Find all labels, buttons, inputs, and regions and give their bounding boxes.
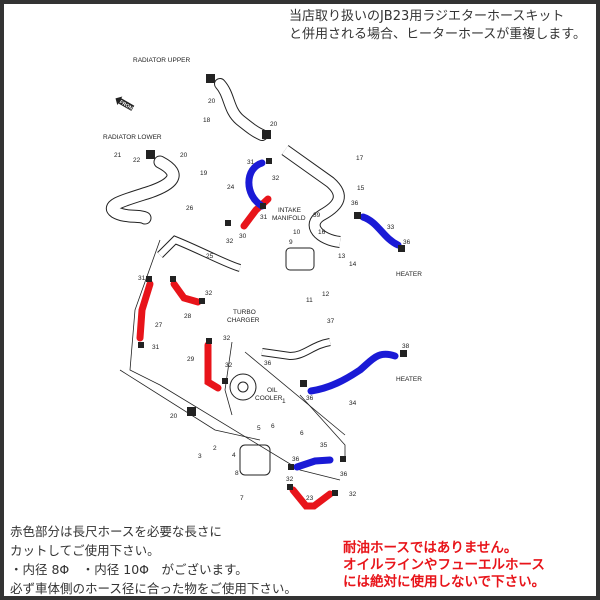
part-number-32: 32	[223, 335, 231, 342]
warning-line: には絶対に使用しないで下さい。	[343, 574, 546, 590]
part-number-8: 8	[235, 470, 239, 477]
label-oil: OIL	[267, 387, 278, 394]
part-number-27: 27	[155, 322, 163, 329]
part-number-25: 25	[206, 253, 214, 260]
part-number-32: 32	[272, 175, 280, 182]
part-number-37: 37	[327, 318, 335, 325]
warning-line: 耐油ホースではありません。	[343, 540, 518, 556]
part-number-30: 30	[239, 233, 247, 240]
part-number-1: 1	[282, 398, 286, 405]
thermostat-housing	[285, 247, 315, 271]
part-number-15: 15	[357, 185, 365, 192]
part-number-11: 11	[306, 297, 313, 304]
hose-27	[136, 280, 154, 342]
part-number-32: 32	[226, 238, 234, 245]
part-number-9: 9	[289, 239, 293, 246]
part-number-5: 5	[257, 425, 261, 432]
part-number-36: 36	[264, 360, 272, 367]
part-number-2: 2	[213, 445, 217, 452]
part-number-35: 35	[320, 442, 328, 449]
water-outlet	[239, 444, 271, 476]
part-number-26: 26	[186, 205, 194, 212]
hose-24	[245, 159, 266, 210]
part-number-17: 17	[356, 155, 364, 162]
hose-23	[289, 486, 334, 510]
stock-hoses	[106, 78, 346, 481]
part-number-4: 4	[232, 452, 236, 459]
part-number-13: 13	[338, 253, 346, 260]
part-number-38: 38	[402, 343, 410, 350]
label-intake: INTAKE	[278, 207, 302, 214]
part-number-16: 16	[318, 229, 326, 236]
part-number-20: 20	[180, 152, 188, 159]
blue-hoses	[245, 159, 402, 471]
note-line: カットしてご使用下さい。	[10, 543, 160, 558]
part-number-10: 10	[293, 229, 301, 236]
part-number-31: 31	[152, 344, 160, 351]
part-number-36: 36	[306, 395, 314, 402]
front-label: FRONT	[118, 99, 136, 113]
front-arrow-icon: FRONT	[115, 96, 136, 113]
part-number-32: 32	[286, 476, 294, 483]
part-number-23: 23	[306, 495, 314, 502]
part-number-34: 34	[349, 400, 357, 407]
part-number-3: 3	[198, 453, 202, 460]
part-number-20: 20	[208, 98, 216, 105]
part-number-19: 19	[200, 170, 208, 177]
part-number-12: 12	[322, 291, 330, 298]
note-line: 赤色部分は長尺ホースを必要な長さに	[10, 524, 222, 539]
label-charger: CHARGER	[227, 317, 260, 324]
part-number-32: 32	[349, 491, 357, 498]
part-number-32: 32	[225, 362, 233, 369]
part-number-33: 33	[387, 224, 395, 231]
part-number-7: 7	[240, 495, 244, 502]
hose-33	[359, 213, 402, 249]
label-radiator-upper: RADIATOR UPPER	[133, 57, 190, 64]
part-number-28: 28	[184, 313, 192, 320]
label-heater-lower: HEATER	[396, 376, 422, 383]
part-number-39: 39	[313, 212, 321, 219]
part-number-36: 36	[351, 200, 359, 207]
warning-note: 耐油ホースではありません。 オイルラインやフューエルホース には絶対に使用しない…	[343, 540, 545, 591]
part-number-6: 6	[300, 430, 304, 437]
part-number-31: 31	[260, 214, 268, 221]
part-number-31: 31	[247, 159, 255, 166]
part-number-20: 20	[170, 413, 178, 420]
label-turbo: TURBO	[233, 309, 256, 316]
part-number-36: 36	[292, 456, 300, 463]
note-line: ・内径 8Φ ・内径 10Φ がございます。	[10, 562, 248, 577]
label-manifold: MANIFOLD	[272, 215, 306, 222]
hose-35	[293, 456, 334, 471]
part-number-6: 6	[271, 423, 275, 430]
part-number-18: 18	[203, 117, 211, 124]
hose-30	[240, 195, 272, 230]
warning-line: オイルラインやフューエルホース	[343, 557, 545, 573]
label-heater-upper: HEATER	[396, 271, 422, 278]
cutting-instructions: 赤色部分は長尺ホースを必要な長さに カットしてご使用下さい。 ・内径 8Φ ・内…	[10, 522, 297, 598]
part-number-31: 31	[138, 275, 146, 282]
red-hoses	[136, 195, 334, 510]
label-cooler: COOLER	[255, 395, 283, 402]
note-line: 当店取り扱いのJB23用ラジエターホースキット	[288, 9, 565, 24]
hose-28	[170, 280, 202, 306]
hose-34	[307, 350, 399, 395]
part-number-24: 24	[227, 184, 235, 191]
part-number-21: 21	[114, 152, 122, 159]
part-number-36: 36	[403, 239, 411, 246]
part-number-20: 20	[270, 121, 278, 128]
part-number-32: 32	[205, 290, 213, 297]
part-number-14: 14	[349, 261, 357, 268]
hose-clamps	[138, 74, 407, 496]
note-line: と併用される場合、ヒーターホースが重複します。	[288, 27, 586, 42]
part-number-22: 22	[133, 157, 141, 164]
part-number-29: 29	[187, 356, 195, 363]
part-number-callouts: 2018202122201931243231301715363336391610…	[114, 98, 411, 502]
label-radiator-lower: RADIATOR LOWER	[103, 134, 162, 141]
compatibility-note: 当店取り扱いのJB23用ラジエターホースキット と併用される場合、ヒーターホース…	[289, 8, 586, 44]
note-line: 必ず車体側のホース径に合った物をご使用下さい。	[10, 581, 297, 596]
part-number-36: 36	[340, 471, 348, 478]
hose-29	[204, 341, 222, 392]
